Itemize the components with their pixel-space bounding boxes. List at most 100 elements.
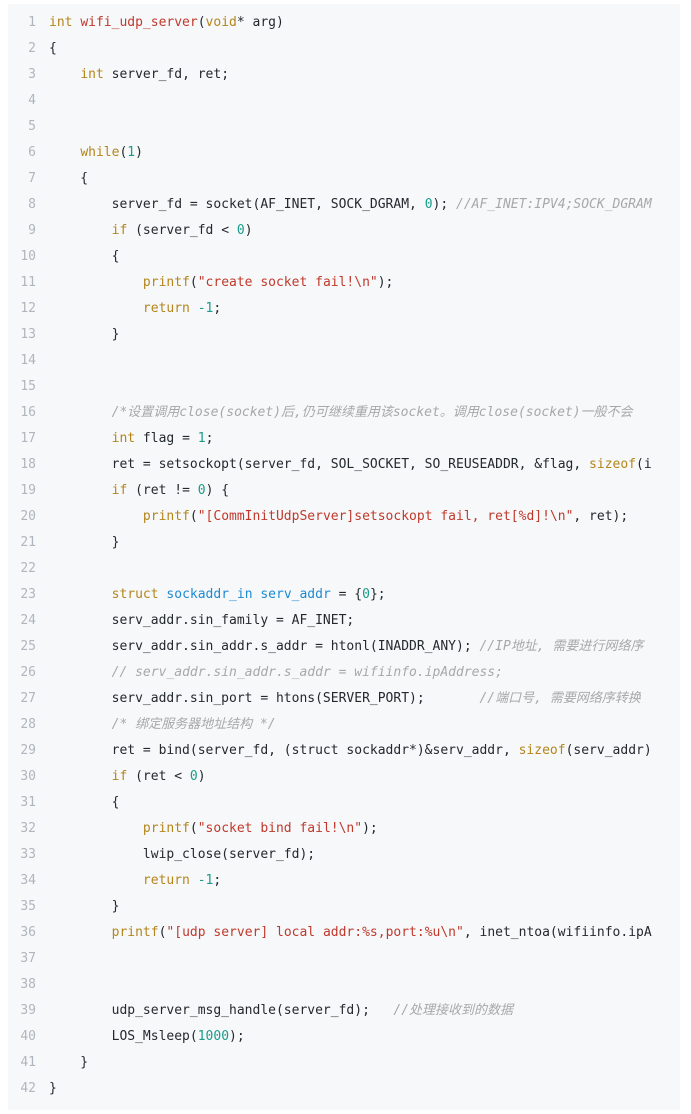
code-text: int wifi_udp_server(void* arg): [49, 10, 284, 36]
line-number: 25: [20, 639, 36, 654]
code-token: udp_server_msg_handle(server_fd);: [49, 1003, 394, 1018]
code-line: 14: [8, 348, 680, 374]
code-token: 1000: [197, 1029, 230, 1044]
code-line: 4: [8, 88, 680, 114]
code-token: [49, 925, 112, 940]
code-text: }: [49, 1050, 88, 1076]
code-token: ;: [205, 431, 214, 446]
code-token: sizeof: [518, 743, 566, 758]
line-number: 11: [20, 275, 36, 290]
code-token: "socket bind fail!\n": [197, 821, 363, 836]
code-line: 28 /* 绑定服务器地址结构 */: [8, 712, 680, 738]
code-token: , ret);: [573, 509, 629, 524]
line-number: 26: [20, 665, 36, 680]
line-number: 30: [20, 769, 36, 784]
line-number: 9: [28, 223, 36, 238]
code-line: 8 server_fd = socket(AF_INET, SOCK_DGRAM…: [8, 192, 680, 218]
code-token: ): [135, 145, 143, 160]
code-token: ): [244, 223, 253, 238]
code-token: while: [80, 145, 120, 160]
code-token: ;: [213, 873, 222, 888]
code-token: "[udp server] local addr:%s,port:%u\n": [166, 925, 464, 940]
code-token: (: [189, 509, 198, 524]
code-token: server_fd, ret;: [103, 67, 230, 82]
code-text: serv_addr.sin_family = AF_INET;: [49, 608, 355, 634]
code-token: int: [49, 15, 73, 30]
code-token: //IP地址, 需要进行网络序: [479, 639, 644, 654]
code-token: }: [49, 327, 120, 342]
code-token: flag =: [135, 431, 198, 446]
code-text: }: [49, 1076, 57, 1102]
line-number: 16: [20, 405, 36, 420]
code-line: 41 }: [8, 1050, 680, 1076]
code-token: {: [49, 41, 57, 56]
code-text: lwip_close(server_fd);: [49, 842, 315, 868]
code-text: if (ret < 0): [49, 764, 206, 790]
code-token: {: [49, 171, 89, 186]
line-number: 7: [28, 171, 36, 186]
code-token: -1: [197, 873, 214, 888]
code-token: printf: [142, 509, 190, 524]
code-token: ): [197, 769, 206, 784]
code-token: [49, 769, 112, 784]
line-number: 42: [20, 1081, 36, 1096]
line-number: 19: [20, 483, 36, 498]
code-token: [49, 431, 112, 446]
line-number: 32: [20, 821, 36, 836]
line-number: 5: [28, 119, 36, 134]
code-text: serv_addr.sin_addr.s_addr = htonl(INADDR…: [49, 634, 644, 660]
code-text: ret = bind(server_fd, (struct sockaddr*)…: [49, 738, 652, 764]
code-token: lwip_close(server_fd);: [49, 847, 316, 862]
code-token: }: [49, 1081, 57, 1096]
code-token: {: [49, 795, 120, 810]
code-line: 3 int server_fd, ret;: [8, 62, 680, 88]
code-line: 18 ret = setsockopt(server_fd, SOL_SOCKE…: [8, 452, 680, 478]
code-token: [49, 145, 80, 160]
code-token: serv_addr.sin_addr.s_addr = htonl(INADDR…: [49, 639, 480, 654]
code-token: LOS_Msleep(: [49, 1029, 198, 1044]
code-token: //端口号, 需要网络序转换: [479, 691, 641, 706]
code-token: //AF_INET:IPV4;SOCK_DGRAM: [456, 197, 652, 212]
code-line: 35 }: [8, 894, 680, 920]
line-number: 24: [20, 613, 36, 628]
code-token: }: [49, 899, 120, 914]
code-text: if (ret != 0) {: [49, 478, 229, 504]
code-line: 11 printf("create socket fail!\n");: [8, 270, 680, 296]
code-line: 6 while(1): [8, 140, 680, 166]
code-token: };: [369, 587, 386, 602]
code-token: {: [49, 249, 120, 264]
code-token: -1: [197, 301, 214, 316]
code-token: [49, 67, 80, 82]
code-line: 32 printf("socket bind fail!\n");: [8, 816, 680, 842]
line-number: 10: [20, 249, 36, 264]
code-token: printf: [142, 821, 190, 836]
line-number: 20: [20, 509, 36, 524]
code-token: // serv_addr.sin_addr.s_addr = wifiinfo.…: [111, 665, 503, 680]
code-line: 16 /*设置调用close(socket)后,仍可继续重用该socket。调用…: [8, 400, 680, 426]
code-token: //处理接收到的数据: [393, 1003, 514, 1018]
code-line: 13 }: [8, 322, 680, 348]
line-number: 37: [20, 951, 36, 966]
code-text: // serv_addr.sin_addr.s_addr = wifiinfo.…: [49, 660, 503, 686]
line-number: 33: [20, 847, 36, 862]
code-token: wifi_udp_server: [80, 15, 198, 30]
code-text: int server_fd, ret;: [49, 62, 229, 88]
code-token: [190, 301, 198, 316]
code-line: 39 udp_server_msg_handle(server_fd); //处…: [8, 998, 680, 1024]
code-line: 15: [8, 374, 680, 400]
line-number: 31: [20, 795, 36, 810]
code-token: (ret !=: [127, 483, 198, 498]
code-token: );: [377, 275, 394, 290]
code-token: /*设置调用close(socket)后,仍可继续重用该socket。调用clo…: [111, 405, 633, 420]
code-token: [49, 873, 143, 888]
code-token: if: [111, 483, 128, 498]
code-token: (i: [636, 457, 652, 472]
line-number: 17: [20, 431, 36, 446]
code-token: [49, 275, 143, 290]
code-token: , inet_ntoa(wifiinfo.ipA: [463, 925, 652, 940]
code-text: {: [49, 166, 88, 192]
code-token: }: [49, 1055, 89, 1070]
code-line: 25 serv_addr.sin_addr.s_addr = htonl(INA…: [8, 634, 680, 660]
code-text: return -1;: [49, 296, 221, 322]
code-line: 23 struct sockaddr_in serv_addr = {0};: [8, 582, 680, 608]
